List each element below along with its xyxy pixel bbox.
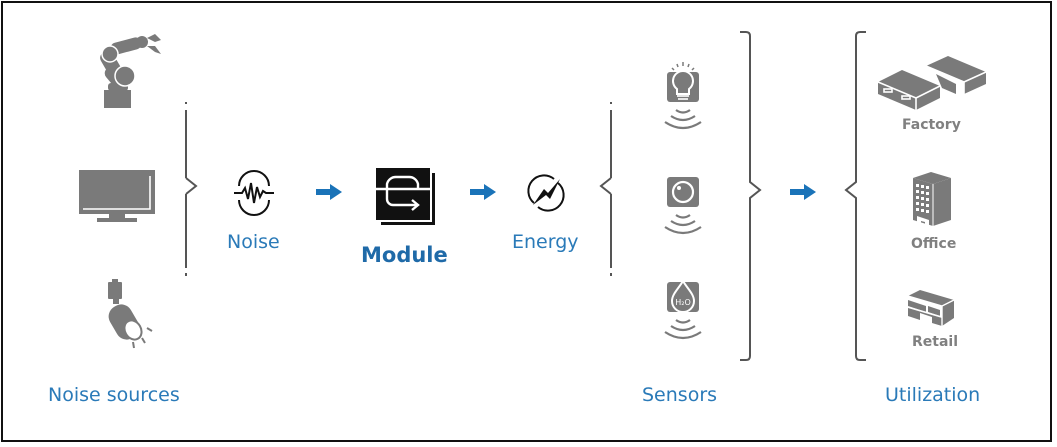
robot-arm-icon — [95, 30, 170, 110]
arrow-right-icon — [316, 184, 342, 200]
arrow-right-icon — [790, 184, 816, 200]
bracket-right-sensors — [738, 30, 768, 364]
sensors-label: Sensors — [642, 384, 718, 406]
monitor-icon — [79, 170, 157, 224]
water-badge: H₂O — [675, 298, 691, 307]
camera-sensor-icon — [661, 175, 705, 241]
utilization-item-label: Retail — [912, 334, 959, 350]
module-label: Module — [361, 243, 448, 267]
arrow-right-icon — [470, 184, 496, 200]
module-icon — [375, 167, 437, 227]
noise-label: Noise — [227, 231, 280, 253]
office-building-icon — [911, 170, 953, 228]
noise-waveform-icon — [233, 170, 275, 216]
utilization-item-label: Factory — [902, 117, 961, 133]
bracket-left-sources — [178, 100, 204, 278]
energy-label: Energy — [512, 231, 579, 253]
bracket-left-sensors — [596, 100, 622, 278]
energy-bolt-icon — [526, 173, 566, 213]
water-sensor-icon: H₂O — [661, 278, 705, 344]
spotlight-icon — [106, 278, 160, 350]
utilization-label: Utilization — [885, 384, 981, 406]
bracket-left-utilization — [838, 30, 868, 364]
retail-store-icon — [906, 290, 956, 328]
light-bulb-sensor-icon — [661, 60, 705, 138]
utilization-item-label: Office — [911, 236, 957, 252]
factory-icon — [876, 56, 988, 114]
noise-sources-label: Noise sources — [48, 384, 180, 406]
